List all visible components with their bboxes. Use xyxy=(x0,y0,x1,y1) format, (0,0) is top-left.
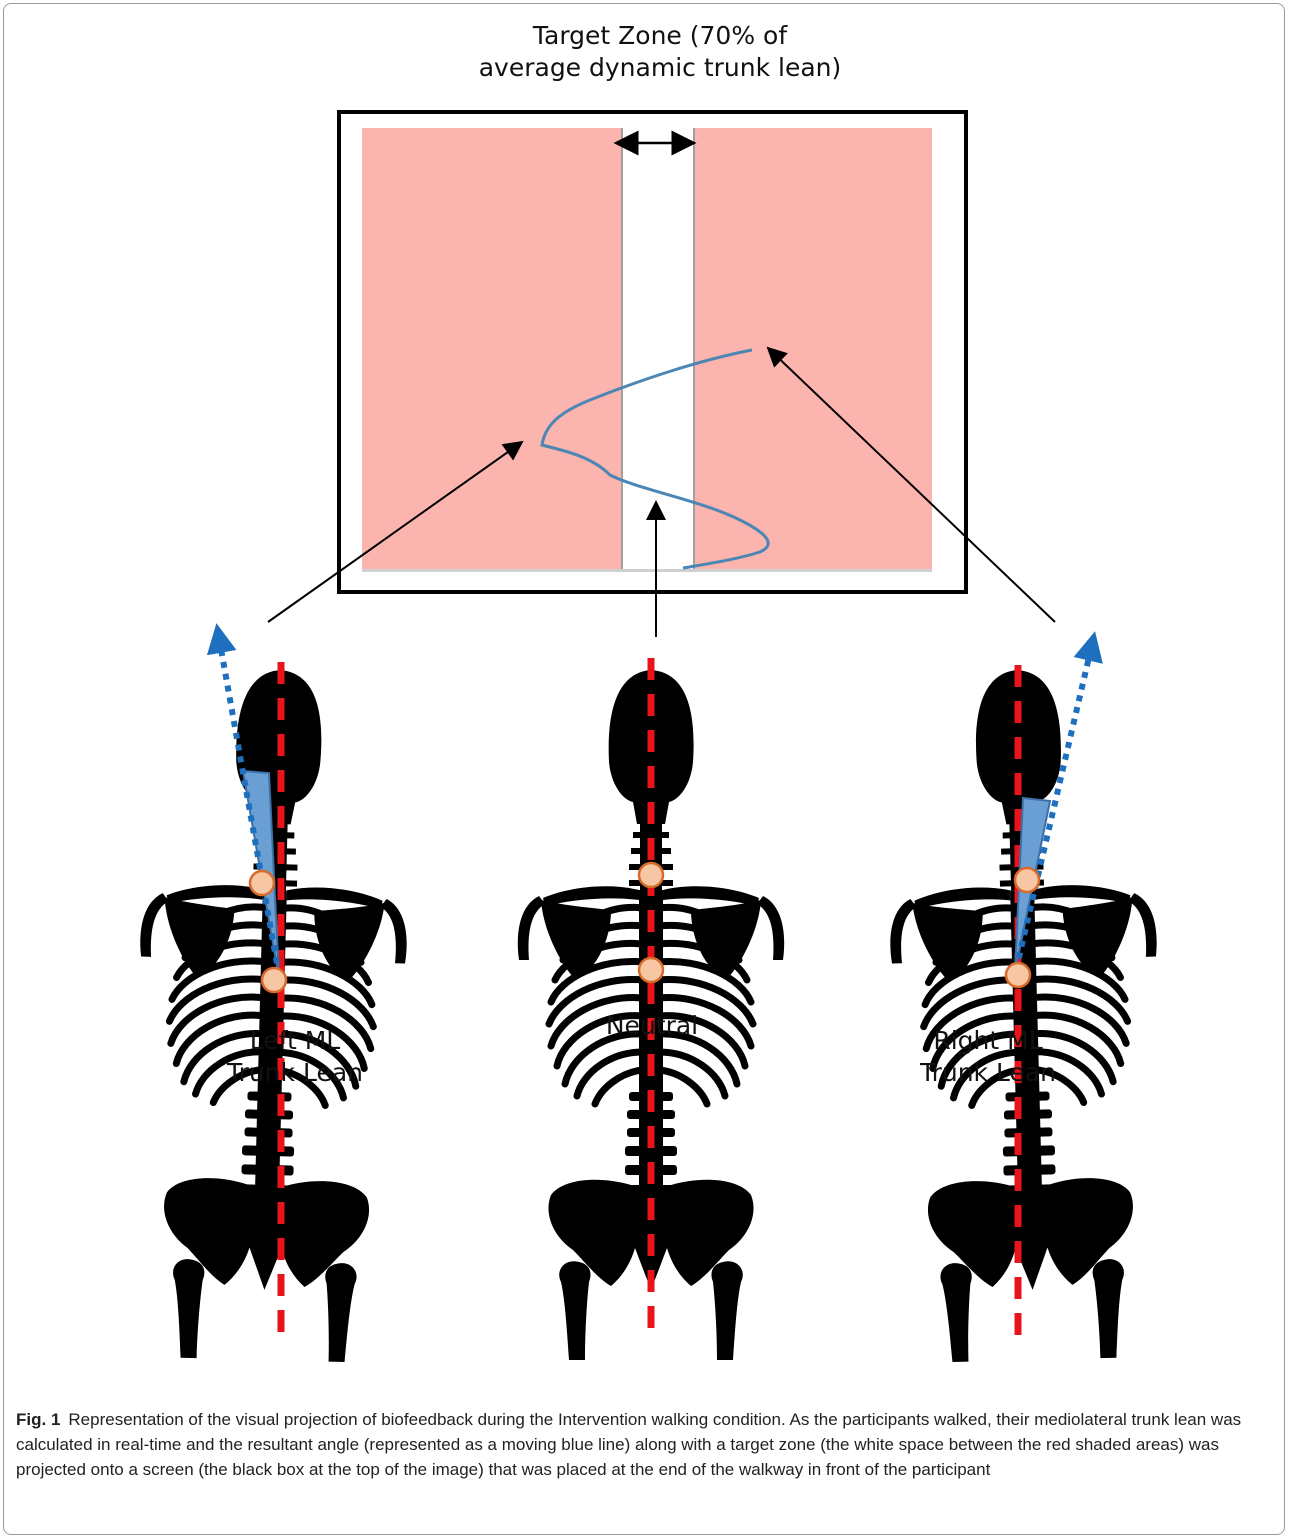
label-neutral-text: Neutral xyxy=(552,1010,752,1042)
label-right-line-2: Trunk Lean xyxy=(888,1057,1088,1089)
skeleton-neutral xyxy=(518,658,784,1360)
label-neutral: Neutral xyxy=(552,1010,752,1042)
landmark-upper-left xyxy=(250,871,274,895)
caption-text: Representation of the visual projection … xyxy=(16,1410,1241,1479)
caption-label: Fig. 1 xyxy=(16,1410,60,1429)
skeleton-right-lean xyxy=(883,640,1167,1363)
landmark-lower-neutral xyxy=(639,958,663,982)
right-red-zone xyxy=(694,128,932,571)
skeleton-left-lean xyxy=(129,632,413,1363)
label-right-ml-trunk-lean: Right ML Trunk Lean xyxy=(888,1025,1088,1089)
label-right-line-1: Right ML xyxy=(888,1025,1088,1057)
label-left-line-2: Trunk Lean xyxy=(195,1057,395,1089)
landmark-upper-neutral xyxy=(639,863,663,887)
landmark-upper-right xyxy=(1015,868,1039,892)
left-red-zone xyxy=(362,128,622,571)
projection-screen xyxy=(339,112,966,592)
landmark-lower-left xyxy=(262,968,286,992)
landmark-lower-right xyxy=(1006,963,1030,987)
label-left-ml-trunk-lean: Left ML Trunk Lean xyxy=(195,1025,395,1089)
figure-illustration xyxy=(0,0,1290,1400)
label-left-line-1: Left ML xyxy=(195,1025,395,1057)
